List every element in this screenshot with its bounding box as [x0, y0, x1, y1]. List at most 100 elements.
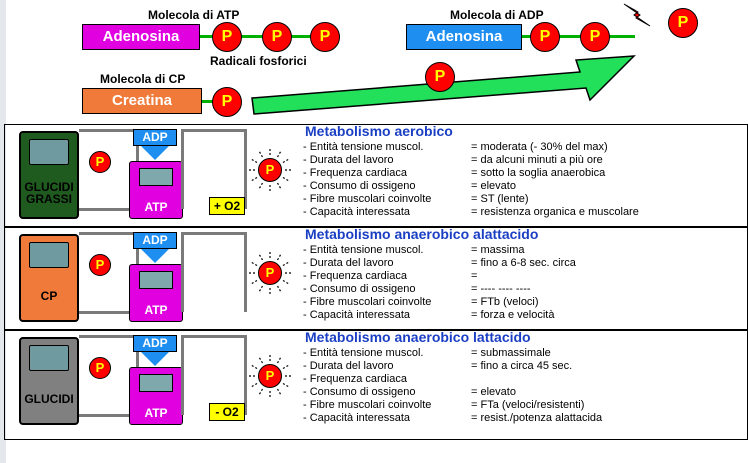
parameter-value: = resistenza organica e muscolare — [471, 206, 639, 218]
parameter-label: - Consumo di ossigeno — [303, 386, 416, 398]
fuel-label-line: GLUCIDI — [24, 392, 74, 406]
canister-window — [29, 345, 69, 371]
left-edge-strip — [0, 0, 6, 463]
parameter-label: - Frequenza cardiaca — [303, 373, 407, 385]
parameter-label: - Durata del lavoro — [303, 257, 394, 269]
atp-molecule-title: Molecola di ATP — [148, 8, 240, 22]
atp-outlet-pipe — [181, 129, 247, 209]
released-energy-phosphate: P — [258, 364, 282, 388]
parameter-value: = forza e velocità — [471, 309, 555, 321]
glow-rays-icon — [247, 353, 293, 399]
released-energy-phosphate: P — [258, 261, 282, 285]
panel-title: Metabolismo anaerobico alattacido — [305, 226, 539, 242]
adp-phosphate-2: P — [580, 22, 610, 52]
adp-label: ADP — [133, 232, 177, 249]
atp-window — [139, 271, 173, 289]
parameter-label: - Fibre muscolari coinvolte — [303, 193, 432, 205]
atp-label: ATP — [144, 200, 168, 214]
energy-spark-icon — [623, 3, 651, 27]
parameter-label: - Fibre muscolari coinvolte — [303, 399, 432, 411]
transferred-phosphate: P — [425, 62, 455, 92]
fuel-label: CP — [7, 290, 91, 302]
parameter-value: = moderata (- 30% del max) — [471, 141, 608, 153]
pipe-phosphate: P — [89, 151, 111, 173]
atp-canister: ATP — [129, 161, 183, 219]
parameter-label: - Capacità interessata — [303, 309, 410, 321]
oxygen-label: - O2 — [209, 403, 245, 421]
canister-window — [29, 242, 69, 268]
parameter-value: = da alcuni minuti a più ore — [471, 154, 603, 166]
adp-phosphate-1: P — [530, 22, 560, 52]
parameter-label: - Capacità interessata — [303, 412, 410, 424]
parameter-value: = massima — [471, 244, 525, 256]
parameter-label: - Fibre muscolari coinvolte — [303, 296, 432, 308]
metabolism-panel: CP P ADP ATP P Metabolismo anaerobico alattac… — [4, 226, 748, 330]
adp-bond-line — [515, 35, 635, 38]
fuel-label: GLUCIDI — [7, 393, 91, 405]
fuel-label-line: GRASSI — [25, 192, 72, 206]
atp-label: ATP — [144, 303, 168, 317]
parameter-value: = FTb (veloci) — [471, 296, 539, 308]
atp-canister: ATP — [129, 367, 183, 425]
released-phosphate: P — [668, 8, 698, 38]
adp-funnel — [141, 352, 169, 366]
pipe-phosphate: P — [89, 357, 111, 379]
parameter-value: = sotto la soglia anaerobica — [471, 167, 606, 179]
atp-phosphate-1: P — [212, 22, 242, 52]
parameter-value: = submassimale — [471, 347, 551, 359]
oxygen-label: + O2 — [209, 197, 245, 215]
atp-label: ATP — [144, 406, 168, 420]
parameter-value: = ST (lente) — [471, 193, 529, 205]
fuel-canister — [19, 337, 79, 425]
atp-canister: ATP — [129, 264, 183, 322]
parameter-label: - Consumo di ossigeno — [303, 180, 416, 192]
atp-phosphate-2: P — [262, 22, 292, 52]
adp-molecule-title: Molecola di ADP — [450, 8, 544, 22]
fuel-canister — [19, 131, 79, 219]
atp-phosphate-3: P — [310, 22, 340, 52]
parameter-label: - Frequenza cardiaca — [303, 167, 407, 179]
adp-label: ADP — [133, 129, 177, 146]
parameter-value: = resist./potenza alattacida — [471, 412, 603, 424]
parameter-label: - Consumo di ossigeno — [303, 283, 416, 295]
atp-window — [139, 168, 173, 186]
adp-funnel — [141, 249, 169, 263]
fuel-label-line: CP — [40, 289, 58, 303]
released-energy-phosphate: P — [258, 158, 282, 182]
glow-rays-icon — [247, 250, 293, 296]
adenosina-adp-box: Adenosina — [406, 24, 522, 50]
parameter-value: = elevato — [471, 386, 516, 398]
parameter-label: - Capacità interessata — [303, 206, 410, 218]
fuel-label-line: GLUCIDI — [24, 180, 74, 194]
cp-molecule-title: Molecola di CP — [100, 72, 186, 86]
parameter-value: = — [471, 270, 478, 282]
creatina-box: Creatina — [82, 88, 202, 114]
glow-rays-icon — [247, 147, 293, 193]
parameter-value: = fino a circa 45 sec. — [471, 360, 573, 372]
pipe-phosphate: P — [89, 254, 111, 276]
adp-funnel — [141, 146, 169, 160]
adp-label: ADP — [133, 335, 177, 352]
parameter-label: - Durata del lavoro — [303, 154, 394, 166]
cp-phosphate: P — [212, 87, 242, 117]
fuel-canister — [19, 234, 79, 322]
atp-outlet-pipe — [181, 335, 247, 415]
parameter-label: - Entità tensione muscol. — [303, 347, 424, 359]
parameter-label: - Entità tensione muscol. — [303, 244, 424, 256]
canister-window — [29, 139, 69, 165]
atp-window — [139, 374, 173, 392]
adenosina-atp-box: Adenosina — [82, 24, 200, 50]
parameter-value: = ---- ---- ---- — [471, 283, 531, 295]
parameter-value: = FTa (veloci/resistenti) — [471, 399, 585, 411]
atp-outlet-pipe — [181, 232, 247, 312]
parameter-label: - Entità tensione muscol. — [303, 141, 424, 153]
parameter-value: = fino a 6-8 sec. circa — [471, 257, 576, 269]
parameter-label: - Durata del lavoro — [303, 360, 394, 372]
parameter-label: - Frequenza cardiaca — [303, 270, 407, 282]
panel-title: Metabolismo aerobico — [305, 123, 453, 139]
radicali-fosforici-label: Radicali fosforici — [210, 54, 307, 68]
parameter-value: = elevato — [471, 180, 516, 192]
